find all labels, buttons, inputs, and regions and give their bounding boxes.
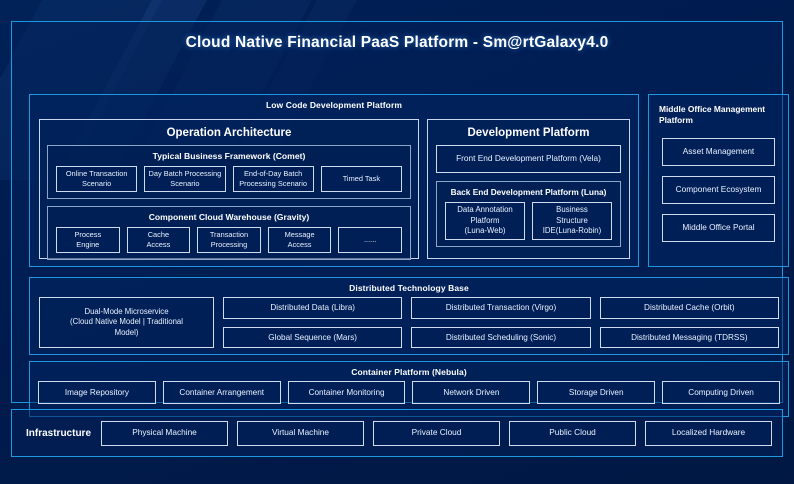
distributed-column: Distributed Cache (Orbit) Distributed Me… bbox=[599, 297, 779, 348]
distributed-item-box[interactable]: Global Sequence (Mars) bbox=[223, 326, 403, 348]
infrastructure-item-box[interactable]: Localized Hardware bbox=[645, 420, 773, 446]
infrastructure-item-box[interactable]: Physical Machine bbox=[101, 420, 229, 446]
container-item-box[interactable]: Network Driven bbox=[412, 381, 531, 404]
component-box[interactable]: Transaction Processing bbox=[197, 227, 261, 253]
development-platform-panel: Development Platform Front End Developme… bbox=[427, 119, 630, 259]
container-item-box[interactable]: Image Repository bbox=[38, 381, 156, 404]
infrastructure-label: Infrastructure bbox=[26, 427, 92, 439]
container-item-box[interactable]: Storage Driven bbox=[537, 381, 656, 404]
component-warehouse-row: Process Engine Cache Access Transaction … bbox=[48, 227, 410, 253]
scenario-box[interactable]: Timed Task bbox=[320, 166, 402, 192]
low-code-development-platform-panel: Low Code Development Platform Operation … bbox=[29, 94, 639, 267]
distributed-item-box[interactable]: Distributed Cache (Orbit) bbox=[599, 297, 779, 319]
distributed-technology-base-panel: Distributed Technology Base Dual-Mode Mi… bbox=[29, 277, 789, 355]
low-code-panel-title: Low Code Development Platform bbox=[265, 100, 403, 110]
middle-office-panel-title: Middle Office Management Platform bbox=[659, 104, 766, 126]
middle-office-item-box[interactable]: Asset Management bbox=[662, 137, 775, 166]
component-box[interactable]: Process Engine bbox=[56, 227, 120, 253]
distributed-item-box[interactable]: Distributed Transaction (Virgo) bbox=[411, 297, 591, 319]
component-cloud-warehouse-title: Component Cloud Warehouse (Gravity) bbox=[148, 212, 310, 222]
scenario-box[interactable]: Day Batch Processing Scenario bbox=[144, 166, 226, 192]
distributed-column: Distributed Data (Libra) Global Sequence… bbox=[223, 297, 403, 348]
distributed-technology-base-title: Distributed Technology Base bbox=[349, 283, 469, 293]
operation-architecture-title: Operation Architecture bbox=[166, 127, 292, 139]
back-end-item-box[interactable]: Data Annotation Platform (Luna-Web) bbox=[445, 202, 525, 240]
distributed-item-box[interactable]: Distributed Scheduling (Sonic) bbox=[411, 326, 591, 348]
scenario-box[interactable]: End-of-Day Batch Processing Scenario bbox=[232, 166, 314, 192]
container-platform-row: Image Repository Container Arrangement C… bbox=[30, 381, 788, 404]
container-platform-panel: Container Platform (Nebula) Image Reposi… bbox=[29, 361, 789, 417]
main-platform-frame: Cloud Native Financial PaaS Platform - S… bbox=[11, 21, 789, 417]
development-platform-title: Development Platform bbox=[467, 127, 590, 139]
page-title: Cloud Native Financial PaaS Platform - S… bbox=[185, 34, 609, 51]
typical-business-framework-title: Typical Business Framework (Comet) bbox=[152, 151, 306, 161]
infrastructure-frame: Infrastructure Physical Machine Virtual … bbox=[11, 409, 783, 457]
middle-office-item-box[interactable]: Middle Office Portal bbox=[662, 213, 775, 242]
middle-office-management-platform-panel: Middle Office Management Platform Asset … bbox=[648, 94, 789, 267]
back-end-development-platform-group: Back End Development Platform (Luna) Dat… bbox=[436, 181, 621, 247]
business-framework-row: Online Transaction Scenario Day Batch Pr… bbox=[48, 166, 410, 192]
infrastructure-item-box[interactable]: Public Cloud bbox=[509, 420, 637, 446]
container-platform-title: Container Platform (Nebula) bbox=[351, 367, 467, 377]
dual-mode-microservice-box[interactable]: Dual-Mode Microservice (Cloud Native Mod… bbox=[39, 297, 214, 348]
typical-business-framework-group: Typical Business Framework (Comet) Onlin… bbox=[47, 145, 411, 199]
front-end-development-platform-box[interactable]: Front End Development Platform (Vela) bbox=[436, 145, 621, 173]
component-cloud-warehouse-group: Component Cloud Warehouse (Gravity) Proc… bbox=[47, 206, 411, 260]
scenario-box[interactable]: Online Transaction Scenario bbox=[56, 166, 138, 192]
back-end-development-platform-title: Back End Development Platform (Luna) bbox=[450, 187, 607, 197]
container-item-box[interactable]: Computing Driven bbox=[662, 381, 780, 404]
infrastructure-item-box[interactable]: Virtual Machine bbox=[237, 420, 365, 446]
container-item-box[interactable]: Container Monitoring bbox=[287, 381, 406, 404]
infrastructure-row: Physical Machine Virtual Machine Private… bbox=[101, 420, 776, 446]
distributed-item-box[interactable]: Distributed Messaging (TDRSS) bbox=[599, 326, 779, 348]
infrastructure-item-box[interactable]: Private Cloud bbox=[373, 420, 501, 446]
operation-architecture-panel: Operation Architecture Typical Business … bbox=[39, 119, 419, 260]
middle-office-item-list: Asset Management Component Ecosystem Mid… bbox=[649, 127, 788, 242]
component-box-more[interactable]: ...... bbox=[338, 227, 402, 253]
distributed-technology-base-body: Dual-Mode Microservice (Cloud Native Mod… bbox=[30, 297, 788, 348]
middle-office-item-box[interactable]: Component Ecosystem bbox=[662, 175, 775, 204]
distributed-item-box[interactable]: Distributed Data (Libra) bbox=[223, 297, 403, 319]
back-end-item-box[interactable]: Business Structure IDE(Luna-Robin) bbox=[532, 202, 612, 240]
back-end-items-row: Data Annotation Platform (Luna-Web) Busi… bbox=[437, 202, 620, 240]
component-box[interactable]: Cache Access bbox=[126, 227, 191, 253]
component-box[interactable]: Message Access bbox=[267, 227, 332, 253]
container-item-box[interactable]: Container Arrangement bbox=[162, 381, 281, 404]
distributed-column: Distributed Transaction (Virgo) Distribu… bbox=[411, 297, 591, 348]
